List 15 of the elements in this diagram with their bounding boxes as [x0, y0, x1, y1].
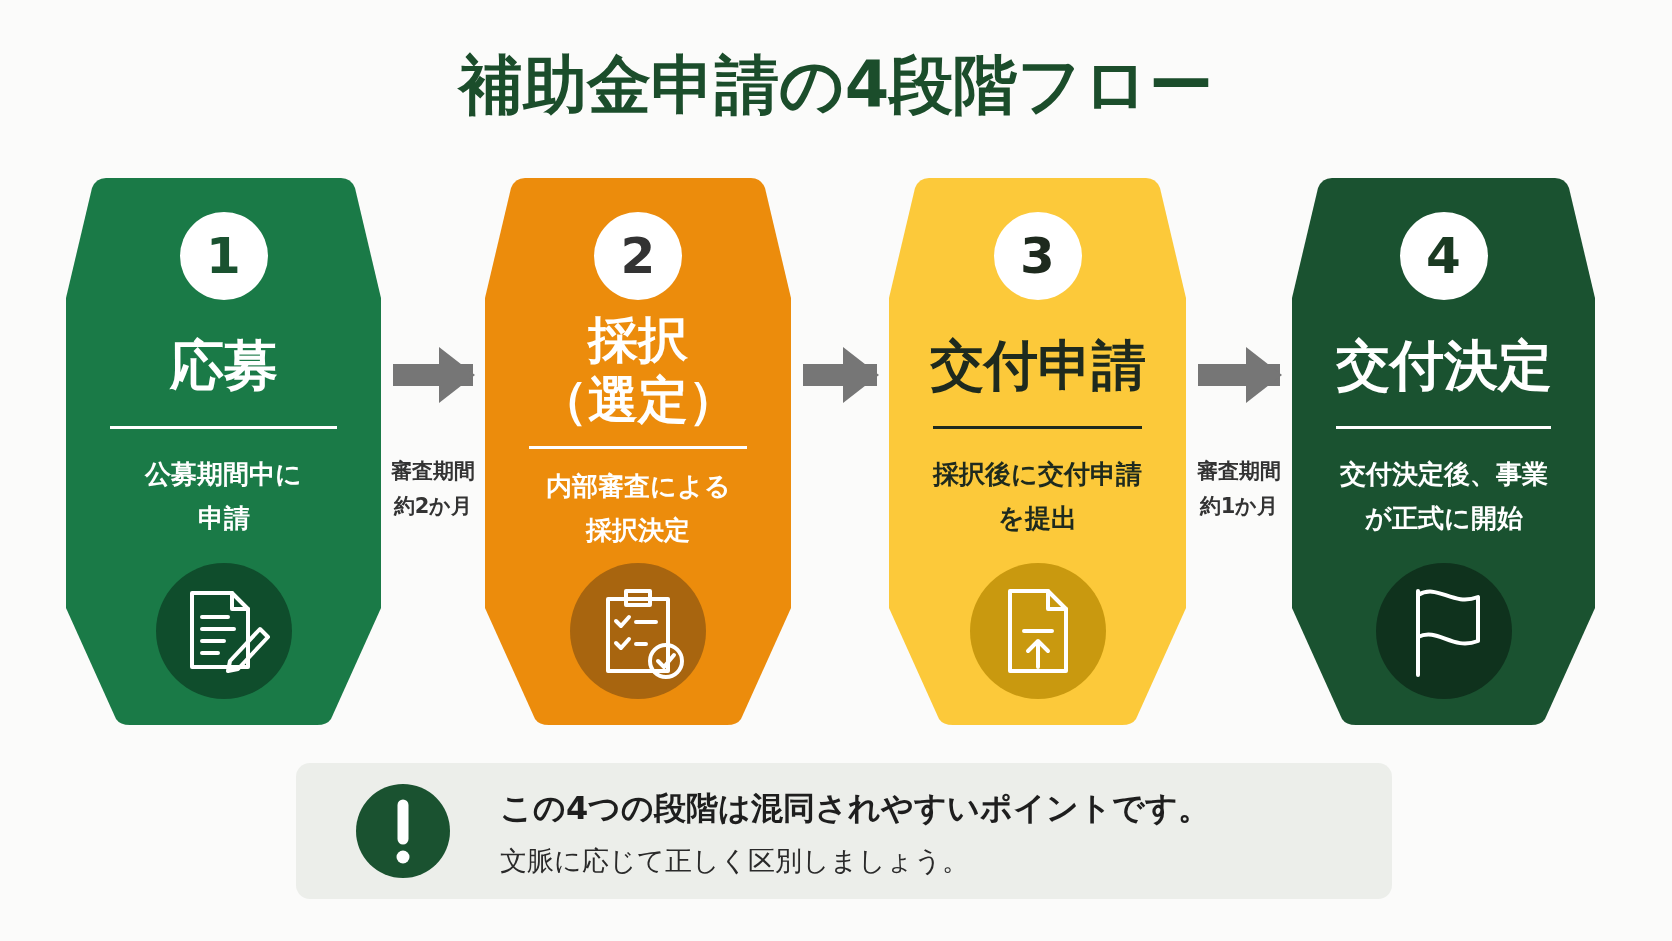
- note-box: [296, 763, 1392, 899]
- step-title: 応募: [168, 336, 279, 396]
- step-description: 内部審査による採択決定: [544, 470, 732, 547]
- title: 補助金申請の4段階フロー: [456, 47, 1215, 124]
- arrow: [393, 347, 475, 403]
- step-title: 交付決定: [1334, 336, 1553, 396]
- arrow: [1198, 347, 1282, 403]
- arrow: [803, 347, 879, 403]
- step-title: 採択（選定）: [537, 310, 739, 430]
- step-description: 公募期間中に申請: [143, 458, 303, 535]
- step-title: 交付申請: [928, 336, 1147, 396]
- step-description: 採択後に交付申請を提出: [931, 458, 1143, 535]
- note-text: 文脈に応じて正しく区別しましょう。: [500, 844, 969, 878]
- note-heading: この4つの段階は混同されやすいポイントです。: [500, 788, 1211, 829]
- step-description: 交付決定後、事業が正式に開始: [1338, 458, 1549, 535]
